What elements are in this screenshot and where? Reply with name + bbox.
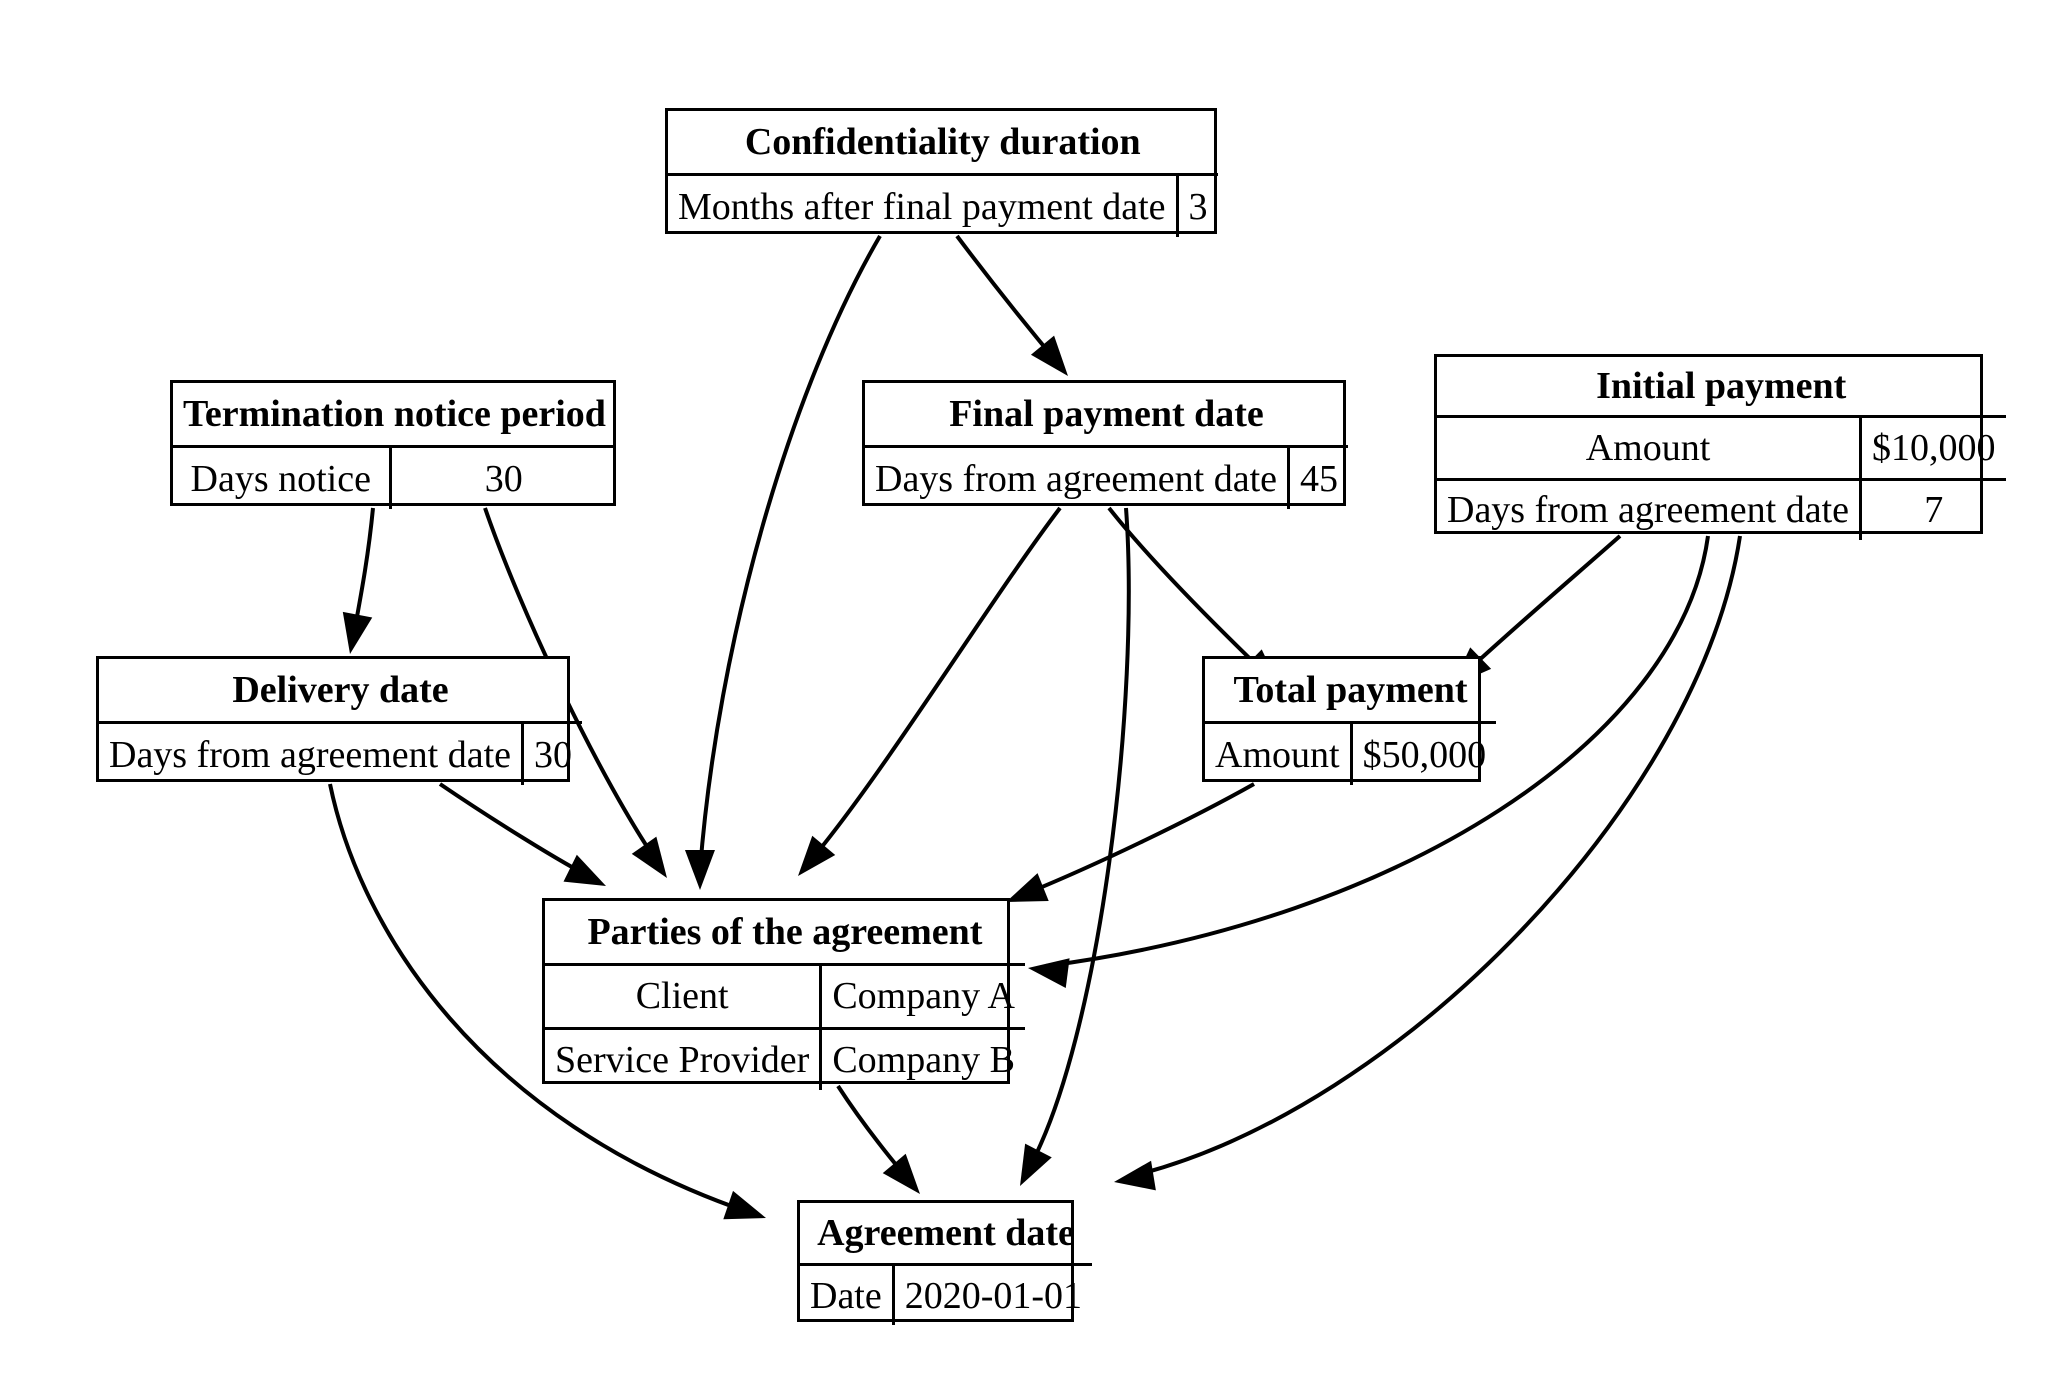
arrowhead-icon — [342, 611, 373, 654]
node-title: Termination notice period — [173, 383, 616, 448]
row-label: Amount — [1585, 426, 1711, 469]
edge-delivery_date-to-parties_of_the_agreement — [438, 782, 606, 886]
arrowhead-icon — [798, 835, 836, 876]
edge-final_payment_date-to-parties_of_the_agreement — [798, 506, 1062, 876]
arrowhead-icon — [1006, 873, 1049, 902]
node-row: Amount$50,000 — [1205, 722, 1497, 785]
edge-parties_of_the_agreement-to-agreement_date — [836, 1084, 920, 1194]
row-label: Days from agreement date — [109, 733, 511, 776]
row-value: Company B — [819, 1026, 1025, 1090]
arrowhead-icon — [1114, 1160, 1156, 1191]
row-label: Amount — [1215, 733, 1340, 776]
node-title: Final payment date — [865, 383, 1348, 448]
row-value: 7 — [1859, 477, 2006, 540]
node-title: Total payment — [1205, 659, 1497, 724]
row-value: $50,000 — [1349, 722, 1497, 785]
node-title: Confidentiality duration — [668, 111, 1218, 176]
row-value: 3 — [1175, 174, 1218, 237]
row-value: 30 — [521, 722, 582, 785]
arrowhead-icon — [1020, 1143, 1052, 1186]
arrowhead-icon — [882, 1153, 920, 1194]
edge-initial_payment-to-agreement_date — [1114, 535, 1742, 1191]
row-label: Client — [635, 975, 729, 1018]
node-title: Delivery date — [99, 659, 582, 724]
edge-termination_notice_period-to-delivery_date — [342, 507, 375, 654]
node-title: Parties of the agreement — [545, 901, 1025, 966]
row-label: Days from agreement date — [1437, 477, 1861, 540]
row-label: Months after final payment date — [678, 185, 1166, 228]
edge-confidentiality_duration-to-final_payment_date — [955, 234, 1068, 376]
node-row: Days notice 30 — [173, 446, 616, 509]
arrowhead-icon — [723, 1190, 766, 1220]
row-label: Service Provider — [545, 1026, 821, 1090]
arrowhead-icon — [631, 836, 667, 878]
row-value: $10,000 — [1859, 416, 2006, 479]
node-title: Agreement date — [800, 1203, 1093, 1266]
row-label: Date — [810, 1274, 882, 1317]
edge-delivery_date-to-agreement_date — [328, 783, 766, 1220]
arrowhead-icon — [1030, 335, 1068, 376]
row-label: Days notice — [190, 457, 371, 500]
node-row: Amount $10,000 — [1437, 416, 2006, 479]
arrowhead-icon — [684, 849, 715, 890]
row-value: 30 — [388, 446, 616, 509]
row-value: 2020-01-01 — [891, 1264, 1093, 1325]
edge-final_payment_date-to-agreement_date — [1020, 507, 1131, 1186]
edge-confidentiality_duration-to-parties_of_the_agreement — [684, 234, 882, 890]
arrowhead-icon — [1028, 958, 1070, 988]
arrowhead-icon — [563, 854, 606, 886]
node-row: Client Company A — [545, 964, 1025, 1028]
row-value: 45 — [1287, 446, 1348, 509]
node-title: Initial payment — [1437, 357, 2006, 418]
row-value: Company A — [819, 964, 1025, 1028]
edge-initial_payment-to-parties_of_the_agreement — [1028, 535, 1710, 988]
row-label: Days from agreement date — [875, 457, 1277, 500]
edge-total_payment-to-parties_of_the_agreement — [1006, 782, 1255, 902]
